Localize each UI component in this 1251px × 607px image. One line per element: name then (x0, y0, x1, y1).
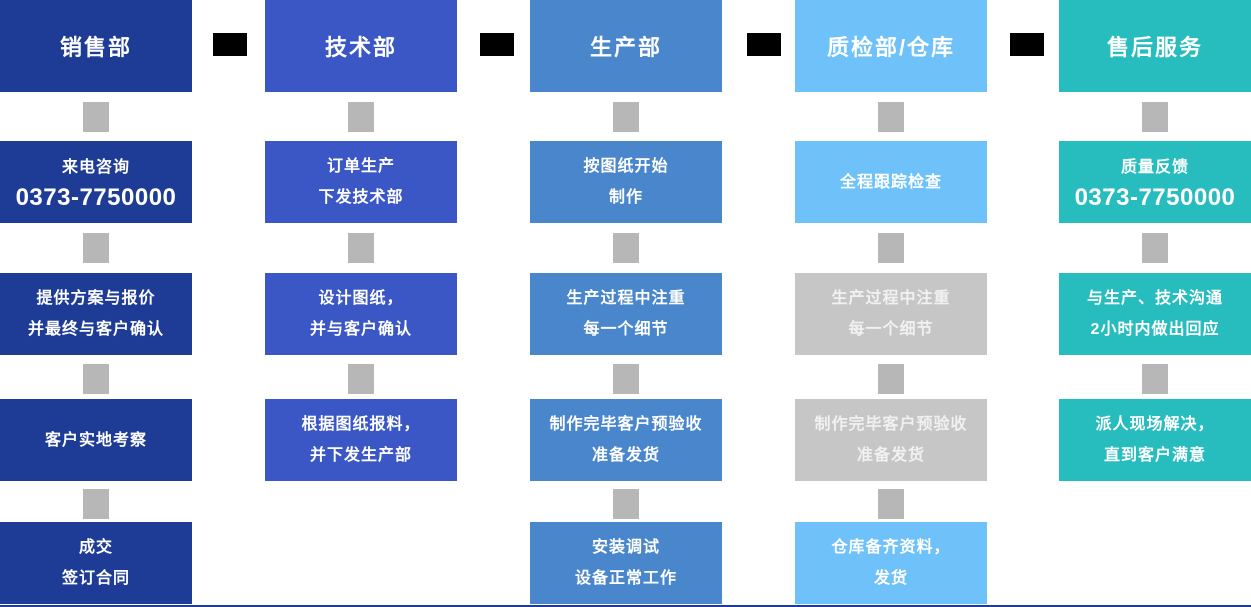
step-line: 生产过程中注重 (566, 290, 686, 307)
vertical-connector (613, 489, 639, 519)
step-line: 来电咨询 (61, 158, 130, 176)
vertical-connector (878, 489, 904, 519)
flow-step-detail-focus-gray: 生产过程中注重 每一个细节 (795, 273, 987, 355)
flow-column-aftersales: 售后服务 质量反馈 0373-7750000 与生产、技术沟通 2小时内做出回应… (1059, 0, 1251, 481)
arrow-icon (1010, 33, 1044, 56)
flow-column-production: 生产部 按图纸开始 制作 生产过程中注重 每一个细节 制作完毕客户预验收 准备发… (530, 0, 722, 604)
flow-step-response-2h: 与生产、技术沟通 2小时内做出回应 (1059, 273, 1251, 355)
column-header-tech: 技术部 (265, 0, 457, 92)
step-line: 每一个细节 (848, 321, 934, 338)
vertical-connector (878, 102, 904, 132)
flow-column-qa-warehouse: 质检部/仓库 全程跟踪检查 生产过程中注重 每一个细节 制作完毕客户预验收 准备… (795, 0, 987, 604)
column-header-label: 售后服务 (1106, 35, 1203, 60)
step-line: 客户实地考察 (44, 431, 147, 449)
flow-step-onsite-resolution: 派人现场解决， 直到客户满意 (1059, 399, 1251, 481)
flow-step-design-drawings: 设计图纸， 并与客户确认 (265, 273, 457, 355)
flow-step-start-making: 按图纸开始 制作 (530, 141, 722, 223)
flow-column-tech: 技术部 订单生产 下发技术部 设计图纸， 并与客户确认 根据图纸报料， 并下发生… (265, 0, 457, 481)
flow-step-warehouse-ship: 仓库备齐资料， 发货 (795, 522, 987, 604)
flow-step-call-inquiry: 来电咨询 0373-7750000 (0, 141, 192, 223)
vertical-connector (83, 364, 109, 394)
step-line: 全程跟踪检查 (839, 173, 942, 191)
flow-step-pre-acceptance: 制作完毕客户预验收 准备发货 (530, 399, 722, 481)
flow-step-material-list: 根据图纸报料， 并下发生产部 (265, 399, 457, 481)
flow-step-proposal-quote: 提供方案与报价 并最终与客户确认 (0, 273, 192, 355)
vertical-connector (83, 102, 109, 132)
step-line: 提供方案与报价 (36, 290, 156, 307)
vertical-connector (348, 102, 374, 132)
step-line: 制作 (608, 189, 643, 206)
column-header-sales: 销售部 (0, 0, 192, 92)
step-line: 设备正常工作 (574, 570, 677, 587)
column-header-label: 技术部 (324, 35, 397, 60)
arrow-icon (747, 33, 781, 56)
step-line: 与生产、技术沟通 (1086, 290, 1223, 307)
vertical-connector (1142, 233, 1168, 263)
step-line: 成交 (78, 539, 113, 556)
step-line: 签订合同 (61, 570, 130, 587)
vertical-connector (348, 233, 374, 263)
flow-step-order-dispatch: 订单生产 下发技术部 (265, 141, 457, 223)
step-line: 制作完毕客户预验收 (814, 416, 968, 433)
column-header-label: 销售部 (59, 35, 132, 60)
step-line: 安装调试 (591, 539, 660, 556)
step-line: 发货 (873, 570, 908, 587)
flow-step-install-debug: 安装调试 设备正常工作 (530, 522, 722, 604)
step-line: 设计图纸， (318, 290, 404, 307)
bottom-cutoff-strip (0, 605, 1251, 607)
column-header-production: 生产部 (530, 0, 722, 92)
flow-step-site-visit: 客户实地考察 (0, 399, 192, 481)
step-line: 制作完毕客户预验收 (549, 416, 703, 433)
step-line: 并下发生产部 (309, 447, 412, 464)
step-line: 并最终与客户确认 (27, 321, 164, 338)
vertical-connector (83, 489, 109, 519)
flow-step-sign-contract: 成交 签订合同 (0, 522, 192, 604)
vertical-connector (878, 233, 904, 263)
step-line: 并与客户确认 (309, 321, 412, 338)
step-line: 准备发货 (856, 447, 925, 464)
flow-column-sales: 销售部 来电咨询 0373-7750000 提供方案与报价 并最终与客户确认 客… (0, 0, 192, 604)
column-header-label: 生产部 (589, 35, 662, 60)
vertical-connector (1142, 364, 1168, 394)
step-line: 每一个细节 (583, 321, 669, 338)
vertical-connector (1142, 102, 1168, 132)
step-line: 根据图纸报料， (301, 416, 421, 433)
flow-step-pre-acceptance-gray: 制作完毕客户预验收 准备发货 (795, 399, 987, 481)
vertical-connector (878, 364, 904, 394)
column-header-aftersales: 售后服务 (1059, 0, 1251, 92)
vertical-connector (613, 364, 639, 394)
step-line: 订单生产 (326, 158, 395, 175)
step-line: 生产过程中注重 (831, 290, 951, 307)
vertical-connector (348, 364, 374, 394)
flow-step-full-tracking: 全程跟踪检查 (795, 141, 987, 223)
vertical-connector (613, 102, 639, 132)
phone-number: 0373-7750000 (1074, 183, 1236, 211)
arrow-icon (480, 33, 514, 56)
column-header-label: 质检部/仓库 (826, 35, 956, 60)
arrow-icon (213, 33, 247, 56)
vertical-connector (613, 233, 639, 263)
flow-step-detail-focus: 生产过程中注重 每一个细节 (530, 273, 722, 355)
step-line: 按图纸开始 (583, 158, 669, 175)
flow-step-quality-feedback: 质量反馈 0373-7750000 (1059, 141, 1251, 223)
phone-number: 0373-7750000 (15, 183, 177, 211)
step-line: 下发技术部 (318, 189, 404, 206)
step-line: 直到客户满意 (1103, 447, 1206, 464)
column-header-qa-warehouse: 质检部/仓库 (795, 0, 987, 92)
step-line: 派人现场解决， (1095, 416, 1215, 433)
step-line: 质量反馈 (1120, 158, 1189, 176)
step-line: 2小时内做出回应 (1090, 321, 1220, 338)
step-line: 准备发货 (591, 447, 660, 464)
vertical-connector (83, 233, 109, 263)
step-line: 仓库备齐资料， (831, 539, 951, 556)
